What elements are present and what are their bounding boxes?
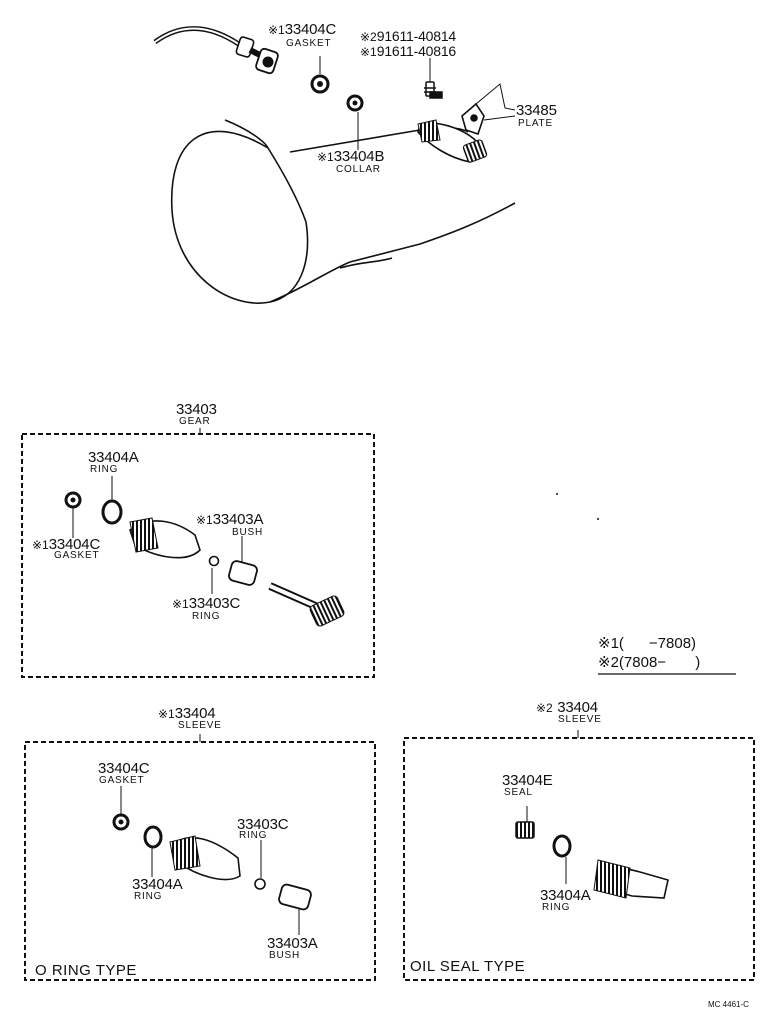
gear-oring-mark: ※1: [172, 597, 189, 611]
gear-box-name: GEAR: [179, 416, 211, 427]
top-gasket-mark: ※1: [268, 23, 285, 37]
s2-ring-part: [552, 834, 572, 858]
top-collar-name: COLLAR: [336, 164, 381, 175]
sleeve1-box-callout: ※133404: [158, 705, 216, 722]
s1-oring-name: RING: [239, 830, 268, 841]
s1-bush-part: [278, 883, 312, 911]
s1-gasket-part-number: 33404C: [98, 760, 150, 777]
gear-oring-part: [208, 555, 220, 567]
top-gasket-name: GASKET: [286, 38, 332, 49]
gear-gasket-mark: ※1: [32, 538, 49, 552]
s1-ring-part: [143, 825, 163, 849]
scan-speck: [556, 493, 558, 495]
gear-gasket-name: GASKET: [54, 550, 100, 561]
sleeve2-box-mark: ※2: [536, 701, 553, 715]
scan-speck: [597, 518, 599, 520]
s1-ring-part-number: 33404A: [132, 876, 183, 893]
gear-gasket-part-number: 33404C: [48, 536, 101, 553]
top-bolt-mark-1: ※2: [360, 30, 377, 44]
top-bolt-part-number-2: 91611-40816: [376, 43, 457, 59]
top-bolt-callout-1: ※291611-40814: [360, 29, 456, 45]
gear-bush-name: BUSH: [232, 527, 263, 538]
o-ring-type-title: O RING TYPE: [35, 962, 137, 979]
gear-gasket-callout: ※133404C: [32, 537, 100, 553]
top-gasket-part: [310, 74, 330, 94]
s2-seal-part-number: 33404E: [502, 772, 553, 789]
top-plate-part: [461, 102, 485, 136]
speedometer-cable: [153, 26, 279, 75]
top-bolt-part-number-1: 91611-40814: [376, 28, 457, 44]
top-gasket-part-number: 33404C: [284, 21, 337, 38]
top-gasket-callout: ※133404C: [268, 22, 336, 38]
gear-ring-part-number: 33404A: [88, 449, 139, 466]
top-plate-part-number: 33485: [516, 102, 557, 119]
top-plate-name: PLATE: [518, 118, 553, 129]
s1-bush-name: BUSH: [269, 950, 300, 961]
o-ring-type-box: [24, 741, 376, 981]
top-collar-part-number: 33404B: [333, 148, 385, 165]
gear-ring-name: RING: [90, 464, 119, 475]
s1-sleeve-body: [169, 835, 241, 881]
gear-bush-mark: ※1: [196, 513, 213, 527]
sleeve1-box-name: SLEEVE: [178, 720, 222, 731]
gear-ring-part: [101, 499, 123, 525]
gear-bush-part: [228, 560, 258, 586]
top-leader-lines: [319, 56, 516, 150]
gear-gasket-part: [64, 491, 82, 509]
sleeve1-box-mark: ※1: [158, 707, 175, 721]
s2-sleeve-body: [593, 859, 669, 899]
s2-ring-name: RING: [542, 902, 571, 913]
legend-range-2: (7808− ): [618, 654, 701, 671]
s1-gasket-part: [112, 813, 130, 831]
top-bolt-callout-2: ※191611-40816: [360, 44, 456, 60]
gear-bush-callout: ※133403A: [196, 512, 263, 528]
gear-oring-part-number: 33403C: [188, 595, 241, 612]
s1-ring-name: RING: [134, 891, 163, 902]
gear-bush-part-number: 33403A: [212, 511, 264, 528]
s1-oring-part-number: 33403C: [237, 816, 289, 833]
top-bolt-part: [424, 81, 443, 99]
s1-gasket-name: GASKET: [99, 775, 145, 786]
gear-oring-name: RING: [192, 611, 221, 622]
top-collar-callout: ※133404B: [317, 149, 384, 165]
legend-range-1: ( −7808): [618, 635, 697, 652]
s2-ring-part-number: 33404A: [540, 887, 591, 904]
top-collar-part: [346, 94, 364, 112]
sleeve2-box-part-number: 33404: [557, 699, 598, 716]
sleeve2-box-callout: ※2 33404: [536, 700, 598, 716]
gear-kit-box: [21, 433, 375, 678]
top-driven-gear-assembly: [417, 119, 488, 163]
oil-seal-type-box: [403, 737, 755, 981]
oil-seal-type-title: OIL SEAL TYPE: [410, 958, 526, 975]
legend-mark-2: ※2: [598, 654, 619, 671]
gear-oring-callout: ※133403C: [172, 596, 240, 612]
top-collar-mark: ※1: [317, 150, 334, 164]
s2-seal-part: [515, 821, 535, 839]
s2-seal-name: SEAL: [504, 787, 533, 798]
drawing-code: MC 4461-C: [708, 1000, 749, 1009]
legend-mark-1: ※1: [598, 635, 619, 652]
gear-box-part-number: 33403: [176, 401, 217, 418]
legend-row-1: ※1( −7808): [598, 636, 696, 651]
legend-row-2: ※2(7808− ): [598, 655, 700, 670]
s1-oring-part: [254, 878, 266, 890]
s1-bush-part-number: 33403A: [267, 935, 318, 952]
top-bolt-mark-2: ※1: [360, 45, 377, 59]
gear-driven-shaft: [268, 582, 345, 627]
gear-sleeve-body: [129, 517, 201, 559]
sleeve1-box-part-number: 33404: [174, 705, 216, 722]
sleeve2-box-name: SLEEVE: [558, 714, 602, 725]
